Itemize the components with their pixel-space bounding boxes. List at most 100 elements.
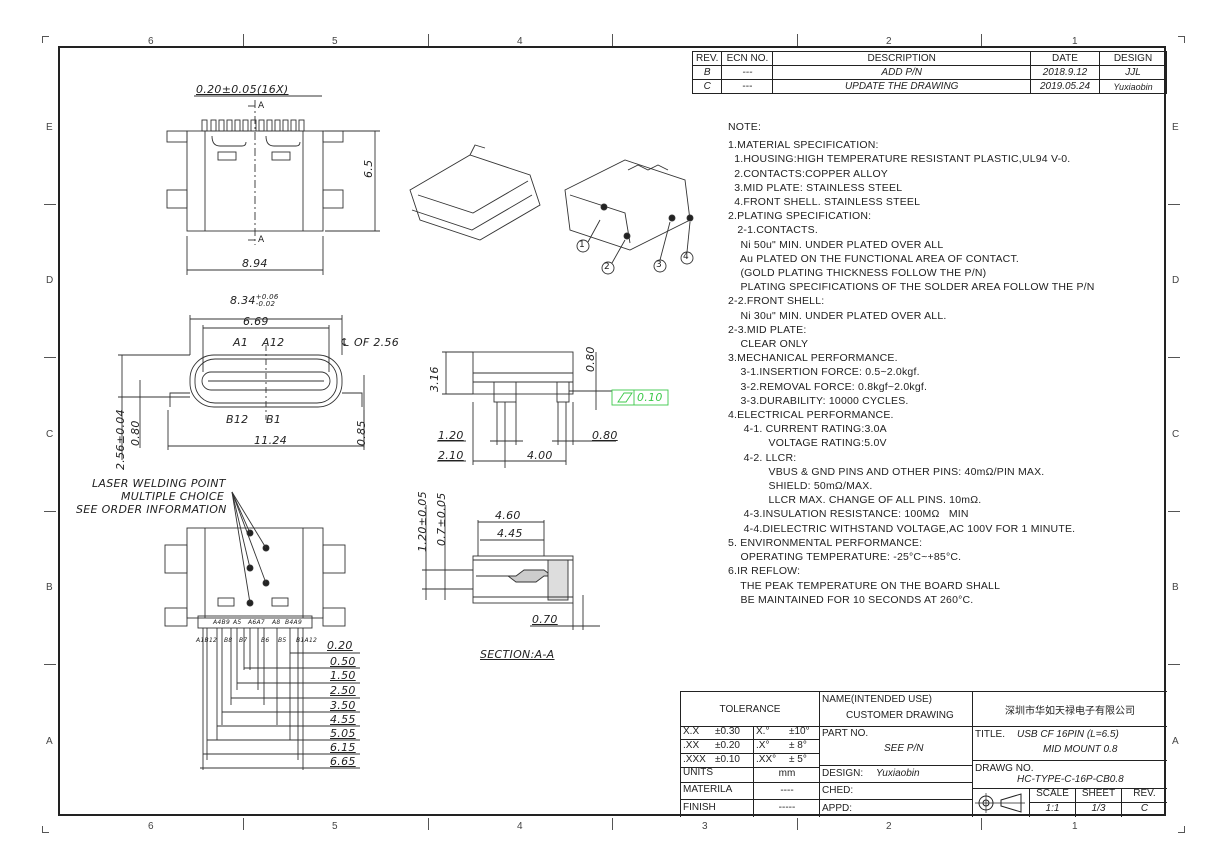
zone-tick: [797, 818, 798, 830]
tol-lin-val: ±0.10: [715, 754, 740, 765]
title-line-2: MID MOUNT 0.8: [1043, 744, 1118, 755]
note-line: THE PEAK TEMPERATURE ON THE BOARD SHALL: [728, 579, 1001, 592]
note-line: 3-1.INSERTION FORCE: 0.5~2.0kgf.: [728, 366, 920, 379]
design-cell: Yuxiaobin: [1099, 79, 1167, 94]
sheet-value: 1/3: [1076, 803, 1122, 817]
tol-ang: .X°: [753, 740, 769, 753]
zone-tick: [612, 34, 613, 46]
scale-label: SCALE: [1030, 788, 1076, 803]
note-line: 2-1.CONTACTS.: [728, 224, 818, 237]
zone-tick: [1168, 511, 1180, 512]
appd-label: APPD:: [822, 803, 853, 814]
pitch-dim: 6.65: [330, 755, 356, 768]
zone-col-top-1: 1: [1072, 36, 1078, 47]
pin-label: A1B12: [196, 637, 218, 644]
finish-label: FINISH: [683, 802, 716, 813]
revision-table: REV. ECN NO. DESCRIPTION DATE DESIGN B -…: [691, 51, 1167, 94]
name-value: CUSTOMER DRAWING: [846, 710, 954, 721]
pin-label: A4B9: [213, 619, 231, 626]
pin-label-b12: B12: [226, 413, 249, 426]
tol-ang-val: ± 8°: [789, 740, 807, 751]
pin-label-a12: A12: [262, 336, 285, 349]
revision-row: B --- ADD P/N 2018.9.12 JJL: [691, 65, 1167, 80]
projection-symbol: [973, 788, 1030, 817]
third-angle-projection-icon: [975, 793, 1025, 813]
dim-outer-width-value: 8.34: [230, 294, 256, 307]
dim-1-20: 1.20: [438, 429, 464, 442]
design-cell: DESIGN: Yuxiaobin: [820, 765, 973, 783]
pin-label: B1A12: [296, 637, 318, 644]
units-value: mm: [753, 765, 820, 782]
note-line: 1.HOUSING:HIGH TEMPERATURE RESISTANT PLA…: [728, 153, 1071, 166]
dim-outer-width: 8.34+0.06-0.02: [230, 294, 279, 308]
revision-header-row: REV. ECN NO. DESCRIPTION DATE DESIGN: [691, 51, 1167, 66]
zone-row-left-e: E: [46, 122, 53, 133]
ecn-header: ECN NO.: [721, 51, 774, 66]
design-cell: JJL: [1099, 65, 1167, 80]
design-label: DESIGN:: [822, 768, 864, 779]
units-label: UNITS: [683, 767, 713, 778]
pin-label: B8: [224, 637, 233, 644]
rev-label: REV.: [1122, 788, 1167, 803]
section-label: SECTION:A-A: [480, 648, 555, 661]
note-line: 3-3.DURABILITY: 10000 CYCLES.: [728, 394, 909, 407]
date-header: DATE: [1030, 51, 1100, 66]
rev-value: C: [1140, 803, 1149, 814]
note-line: 4.FRONT SHELL. STAINLESS STEEL: [728, 196, 921, 209]
rev-cell: B: [691, 65, 723, 80]
note-line: 1.MATERIAL SPECIFICATION:: [728, 139, 879, 152]
zone-row-right-e: E: [1172, 122, 1179, 133]
ched-label: CHED:: [822, 785, 854, 796]
tol-lin-val: ±0.30: [715, 726, 740, 737]
callout-3: 3: [656, 260, 663, 270]
note-line: 2-2.FRONT SHELL:: [728, 295, 825, 308]
note-line: Ni 30u" MIN. UNDER PLATED OVER ALL.: [728, 309, 947, 322]
note-line: CLEAR ONLY: [728, 338, 809, 351]
zone-col-bottom-6: 6: [148, 821, 154, 832]
pin-label-a1: A1: [233, 336, 249, 349]
tol-lin: .XX: [683, 740, 700, 751]
zone-col-top-5: 5: [332, 36, 338, 47]
name-label: NAME(INTENDED USE): [822, 694, 933, 705]
laser-note-2: MULTIPLE CHOICE: [121, 490, 225, 503]
ched-cell: CHED:: [820, 782, 973, 800]
dim-inner-width: 6.69: [243, 315, 269, 328]
tol-ang-val: ± 5°: [789, 754, 807, 765]
pitch-dim: 0.50: [330, 655, 356, 668]
name-cell: NAME(INTENDED USE) CUSTOMER DRAWING: [820, 692, 973, 727]
zone-row-right-b: B: [1172, 582, 1179, 593]
note-line: 5. ENVIRONMENTAL PERFORMANCE:: [728, 536, 923, 549]
pin-label: B7: [239, 637, 248, 644]
corner-mark-tr: [1178, 36, 1185, 43]
rev-cell: C: [691, 79, 723, 94]
tol-ang-val: ±10°: [789, 726, 810, 737]
material-row: MATERILA ----: [681, 782, 820, 800]
dim-0-70: 0.70: [532, 613, 558, 626]
description-cell: ADD P/N: [772, 65, 1031, 80]
flatness-value: 0.10: [637, 391, 663, 404]
design-value: Yuxiaobin: [876, 768, 920, 779]
zone-col-bottom-3: 3: [702, 821, 708, 832]
centerline-note: ℄ OF 2.56: [340, 336, 400, 349]
pin-label: B5: [278, 637, 287, 644]
pitch-dim: 6.15: [330, 741, 356, 754]
material-label: MATERILA: [683, 784, 733, 795]
note-line: (GOLD PLATING THICKNESS FOLLOW THE P/N): [728, 267, 987, 280]
scale-sheet-row: SCALE SHEET REV. 1:1 1/3 C: [973, 788, 1167, 817]
note-line: 4.ELECTRICAL PERFORMANCE.: [728, 409, 894, 422]
pin-label: A5: [233, 619, 242, 626]
zone-col-bottom-5: 5: [332, 821, 338, 832]
dim-height-3-16: 3.16: [428, 366, 441, 392]
note-line: OPERATING TEMPERATURE: -25°C~+85°C.: [728, 551, 962, 564]
note-line: 4-2. LLCR:: [728, 451, 797, 464]
dim-4-00: 4.00: [527, 449, 553, 462]
dim-2-10: 2.10: [438, 449, 464, 462]
zone-tick: [44, 357, 56, 358]
tol-ang: .XX°: [753, 754, 776, 767]
note-line: Ni 50u" MIN. UNDER PLATED OVER ALL: [728, 238, 944, 251]
corner-mark-tl: [42, 36, 49, 43]
note-line: VOLTAGE RATING:5.0V: [728, 437, 887, 450]
note-line: 6.IR REFLOW:: [728, 565, 801, 578]
zone-tick: [44, 204, 56, 205]
notes-title: NOTE:: [728, 121, 762, 133]
